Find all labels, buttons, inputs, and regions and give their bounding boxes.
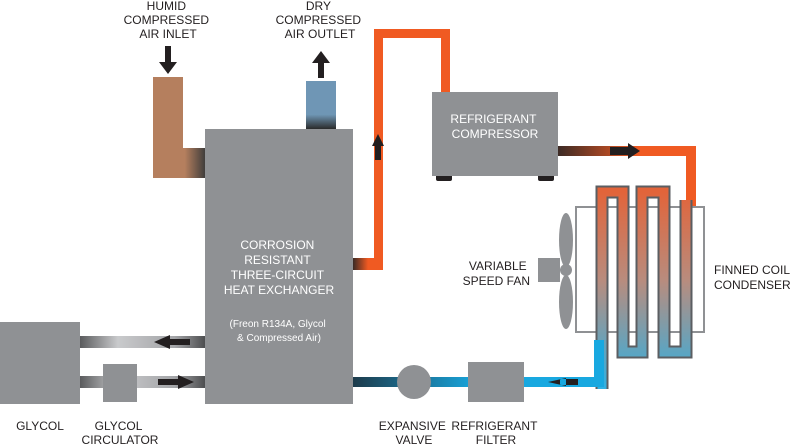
heat-exchanger-label: CORROSION RESISTANT THREE-CIRCUIT HEAT E…: [224, 238, 335, 297]
condenser-label-line-1: FINNED COIL: [714, 263, 790, 277]
expansive-valve: [397, 365, 431, 399]
humid-air-inlet-pipe: [153, 77, 206, 178]
fan-blade-bottom: [559, 275, 573, 329]
fan-label-line-2: SPEED FAN: [463, 274, 530, 288]
fan-blade-top: [559, 213, 573, 267]
dry-air-outlet-pipe: [306, 81, 336, 129]
heat-exchanger-note-line-2: & Compressed Air): [237, 333, 321, 344]
condenser-label: FINNED COIL CONDENSER: [714, 263, 790, 292]
compressor-label: REFRIGERANT COMPRESSOR: [450, 112, 539, 141]
humid-inlet-label-line-3: AIR INLET: [139, 27, 197, 41]
refrigerant-compressor: REFRIGERANT COMPRESSOR: [432, 92, 558, 181]
heat-exchanger-label-line-4: HEAT EXCHANGER: [224, 283, 335, 297]
dry-outlet-label: DRY COMPRESSED AIR OUTLET: [276, 0, 365, 41]
glycol-return-arrow-icon: [154, 335, 190, 349]
circulator-label: GLYCOL CIRCULATOR: [82, 419, 159, 447]
variable-speed-fan: [538, 213, 573, 329]
valve-label-line-1: EXPANSIVE: [379, 419, 446, 433]
humid-inlet-label-line-2: COMPRESSED: [124, 13, 210, 27]
glycol-circulator: [103, 364, 137, 402]
fan-label-line-1: VARIABLE: [469, 259, 527, 273]
filter-label-line-2: FILTER: [476, 433, 517, 447]
valve-label-line-2: VALVE: [396, 433, 433, 447]
heat-exchanger-note-line-1: (Freon R134A, Glycol: [230, 319, 326, 330]
heat-exchanger-label-line-3: THREE-CIRCUIT: [231, 268, 325, 282]
heat-exchanger-note: (Freon R134A, Glycol & Compressed Air): [230, 319, 329, 344]
inlet-arrow-icon: [159, 46, 177, 74]
filter-label-line-1: REFRIGERANT: [451, 419, 538, 433]
outlet-arrow-icon: [312, 51, 330, 78]
circulator-label-line-1: GLYCOL: [95, 419, 143, 433]
refrigerant-right-arrow-icon: [610, 143, 640, 159]
dry-outlet-label-line-3: AIR OUTLET: [285, 27, 356, 41]
condenser-label-line-2: CONDENSER: [714, 278, 790, 292]
heat-exchanger: CORROSION RESISTANT THREE-CIRCUIT HEAT E…: [205, 129, 353, 404]
compressor-label-line-2: COMPRESSOR: [452, 127, 539, 141]
humid-inlet-label-line-1: HUMID: [147, 0, 187, 13]
glycol-label: GLYCOL: [16, 419, 64, 433]
fan-label: VARIABLE SPEED FAN: [463, 259, 530, 288]
glycol-supply-arrow-icon: [158, 375, 194, 389]
finned-coil-condenser: [575, 185, 705, 389]
heat-exchanger-label-line-2: RESISTANT: [244, 253, 311, 267]
compressor-label-line-1: REFRIGERANT: [450, 112, 537, 126]
dry-outlet-label-line-1: DRY: [306, 0, 331, 13]
filter-label: REFRIGERANT FILTER: [451, 419, 540, 447]
humid-inlet-label: HUMID COMPRESSED AIR INLET: [124, 0, 213, 41]
glycol-tank: [0, 322, 80, 404]
refrigerant-up-arrow-icon: [372, 134, 384, 160]
circulator-label-line-2: CIRCULATOR: [82, 433, 159, 447]
refrigerant-filter: [468, 362, 524, 402]
dry-outlet-label-line-2: COMPRESSED: [276, 13, 362, 27]
cold-refrigerant-left-arrow-icon: [548, 378, 578, 386]
heat-exchanger-label-line-1: CORROSION: [240, 238, 314, 252]
valve-label: EXPANSIVE VALVE: [379, 419, 449, 447]
